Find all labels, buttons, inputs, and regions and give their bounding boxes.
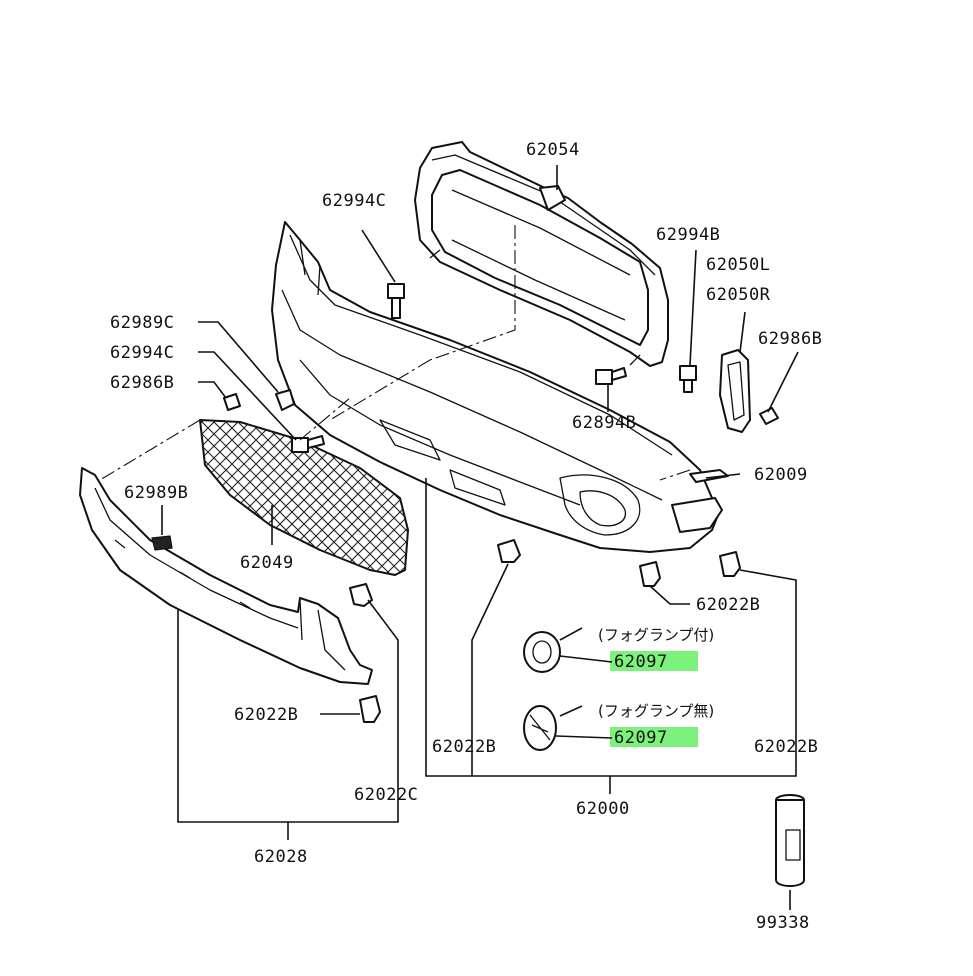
mesh-line bbox=[0, 400, 80, 600]
label-62050R: 62050R bbox=[706, 285, 771, 305]
mesh-line bbox=[0, 400, 92, 600]
mesh-line bbox=[0, 400, 32, 600]
label-62054: 62054 bbox=[526, 140, 580, 160]
mesh-line bbox=[0, 400, 68, 600]
label-62049: 62049 bbox=[240, 553, 294, 573]
clip-62989C bbox=[275, 389, 295, 411]
mesh-line bbox=[347, 420, 408, 575]
label-62022B-right: 62022B bbox=[754, 737, 818, 757]
fasteners bbox=[223, 283, 779, 723]
label-62097-b: 62097 bbox=[614, 728, 668, 748]
upper-frame-62054 bbox=[414, 141, 669, 367]
bolt-62994C-left bbox=[291, 435, 325, 453]
mesh-line bbox=[0, 400, 56, 600]
mesh-line bbox=[359, 420, 408, 575]
label-62989B: 62989B bbox=[124, 483, 188, 503]
fog-cover-with-lamp bbox=[523, 631, 561, 673]
mesh-line bbox=[335, 420, 408, 575]
label-62022C: 62022C bbox=[354, 785, 418, 805]
label-62994C-top: 62994C bbox=[322, 191, 386, 211]
side-marker-62050 bbox=[719, 349, 751, 433]
label-62000: 62000 bbox=[576, 799, 630, 819]
mesh-line bbox=[0, 400, 44, 600]
clip-62022B-center bbox=[639, 561, 661, 587]
mesh-line bbox=[0, 400, 56, 600]
highlight-62097-a bbox=[610, 651, 698, 671]
mesh-line bbox=[0, 400, 20, 600]
mesh-line bbox=[200, 420, 237, 575]
mesh-line bbox=[200, 420, 297, 575]
mesh-line bbox=[0, 400, 20, 600]
mesh-line bbox=[0, 400, 32, 600]
mesh-line bbox=[200, 420, 249, 575]
part-labels: 62054 62994C 62994B 62050L 62050R 62986B… bbox=[110, 140, 822, 933]
bolt-62994C-top bbox=[387, 283, 405, 319]
label-62022B-mid: 62022B bbox=[696, 595, 760, 615]
label-62009: 62009 bbox=[754, 465, 808, 485]
lower-bumper-62028 bbox=[79, 467, 373, 685]
clip-62022B-mid bbox=[497, 539, 521, 563]
note-fog-lamp-without: (フォグランプ無) bbox=[598, 702, 714, 720]
leader-lines bbox=[161, 165, 799, 910]
label-62986B-left: 62986B bbox=[110, 373, 174, 393]
screw-62986B-right bbox=[759, 407, 779, 425]
clip-62022C bbox=[349, 583, 373, 607]
highlight-62097-b bbox=[610, 727, 698, 747]
screw-62986B-left bbox=[223, 393, 241, 411]
label-62022B-center: 62022B bbox=[432, 737, 496, 757]
label-62097-a: 62097 bbox=[614, 652, 668, 672]
label-99338: 99338 bbox=[756, 913, 810, 933]
mesh-line bbox=[0, 400, 80, 600]
bolt-62994B bbox=[679, 365, 697, 393]
mesh-line bbox=[200, 420, 261, 575]
label-62894B: 62894B bbox=[572, 413, 636, 433]
spray-can-99338 bbox=[775, 794, 805, 887]
mesh-line bbox=[0, 400, 44, 600]
mesh-line bbox=[0, 400, 68, 600]
label-62050L: 62050L bbox=[706, 255, 770, 275]
label-62994C-left: 62994C bbox=[110, 343, 174, 363]
mesh-line bbox=[200, 420, 273, 575]
clip-62022B-right bbox=[719, 551, 741, 577]
bolt-62894B bbox=[595, 367, 627, 385]
label-62022B-left: 62022B bbox=[234, 705, 298, 725]
alignment-lines bbox=[99, 225, 691, 481]
label-62989C: 62989C bbox=[110, 313, 174, 333]
clip-62022B-left bbox=[359, 695, 381, 723]
mesh-line bbox=[0, 400, 92, 600]
label-62986B-right: 62986B bbox=[758, 329, 822, 349]
front-bumper-62000 bbox=[271, 221, 723, 553]
label-62028: 62028 bbox=[254, 847, 308, 867]
mesh-line bbox=[200, 420, 285, 575]
label-62994B: 62994B bbox=[656, 225, 720, 245]
note-fog-lamp-with: (フォグランプ付) bbox=[598, 626, 714, 644]
fog-cover-without-lamp bbox=[523, 705, 557, 751]
